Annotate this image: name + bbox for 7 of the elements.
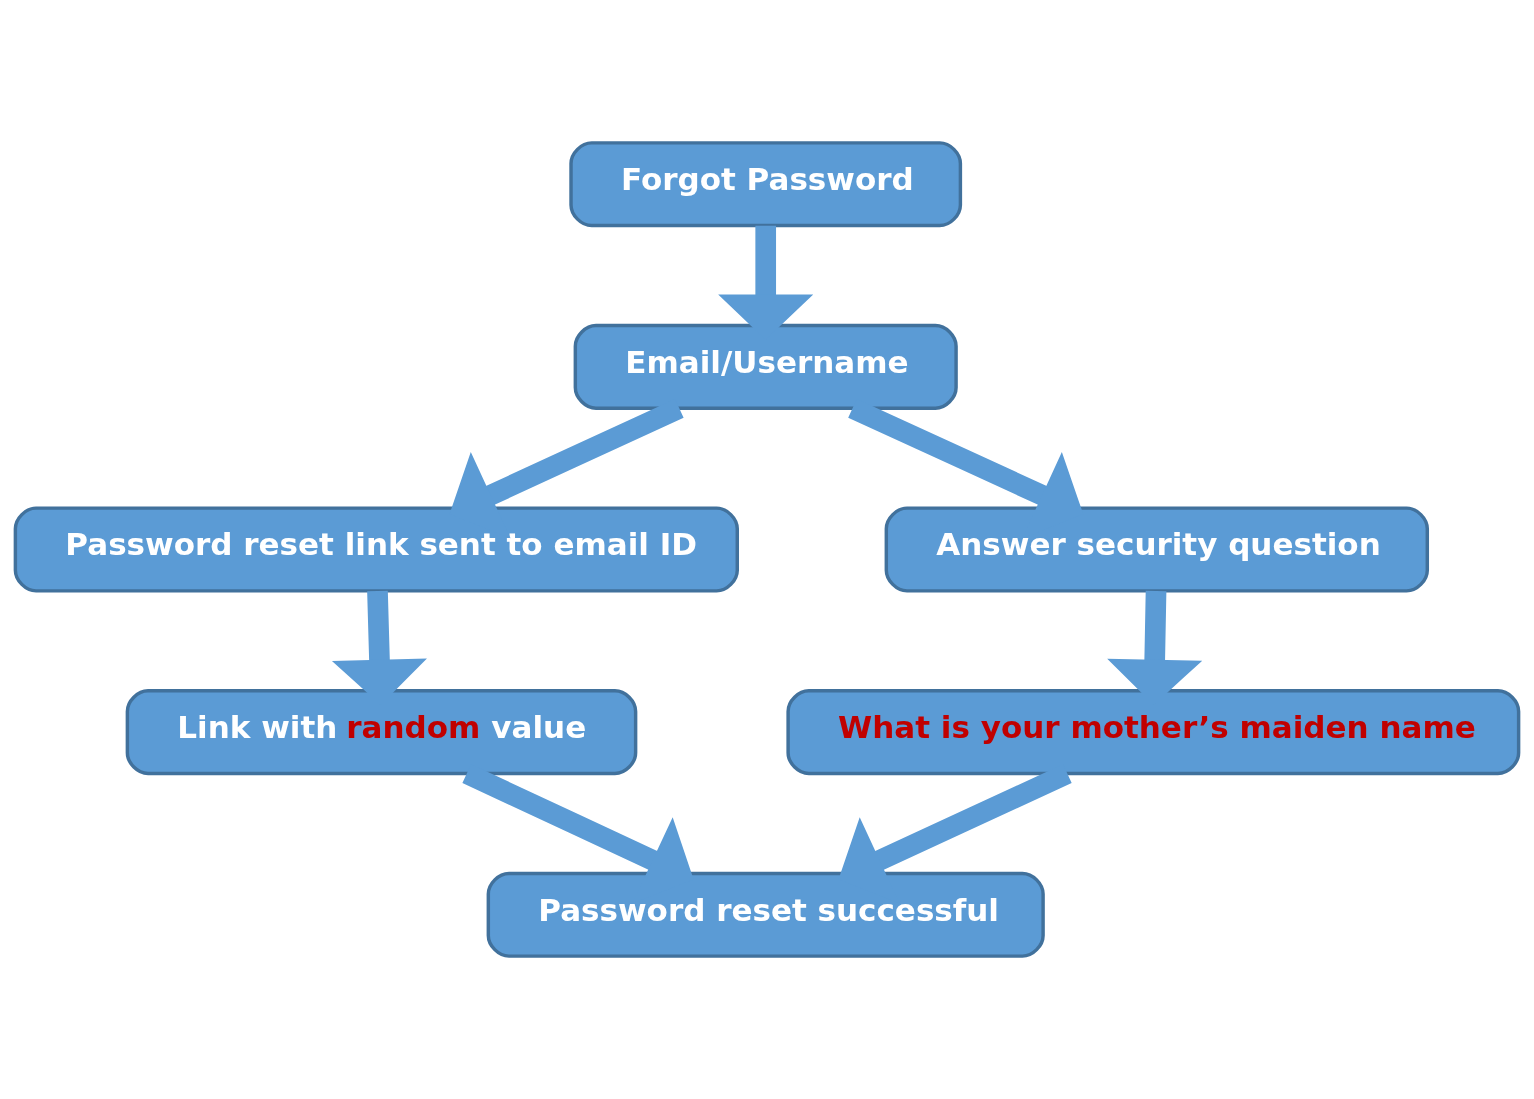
node-box: Password reset successful (486, 871, 1045, 958)
node-box: Forgot Password (569, 141, 963, 228)
node-box: Email/Username (573, 323, 958, 410)
node-box: What is your mother’s maiden name (786, 689, 1521, 776)
node-box: Answer security question (884, 506, 1430, 593)
node-box: Password reset link sent to email ID (13, 506, 739, 593)
node-box: Link with random value (125, 689, 638, 776)
